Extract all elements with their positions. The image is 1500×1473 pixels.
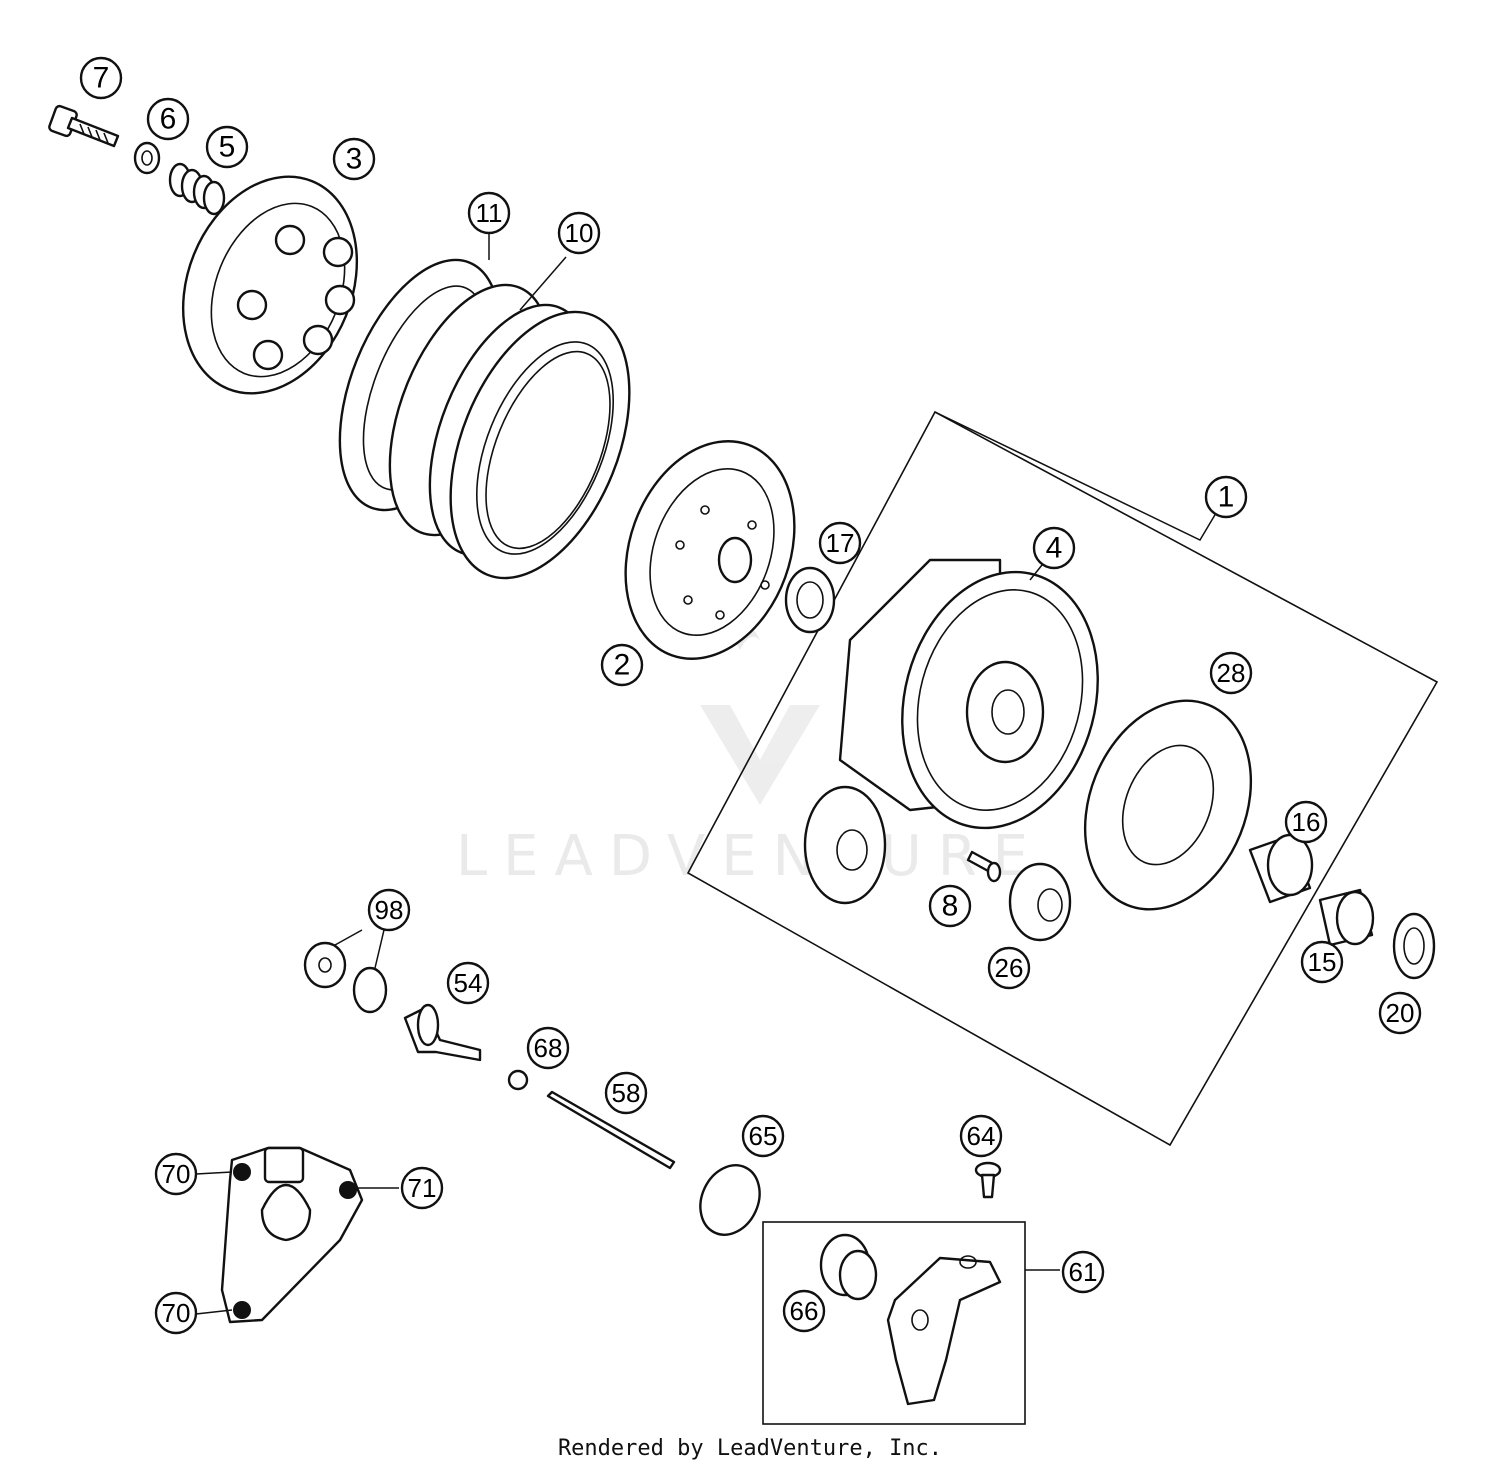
washer-part [133,141,161,175]
watermark-text: LEADVENTURE [456,824,1044,889]
callout-3: 3 [332,137,376,181]
callout-70-bottom: 70 [154,1291,198,1335]
svg-text:66: 66 [790,1296,819,1326]
push-rod-part [546,1090,676,1170]
svg-text:16: 16 [1292,807,1321,837]
svg-text:3: 3 [346,143,363,176]
callout-98: 98 [367,888,411,932]
callout-68: 68 [526,1026,570,1070]
callout-64: 64 [959,1114,1003,1158]
svg-text:4: 4 [1046,532,1063,565]
spring-part [168,162,226,216]
svg-text:11: 11 [476,198,503,228]
callout-5: 5 [205,125,249,169]
seal-washer-part [303,941,388,1014]
primary-gear-part [803,785,887,905]
callout-65: 65 [741,1114,785,1158]
callout-17: 17 [818,521,862,565]
callout-54: 54 [446,961,490,1005]
callout-16: 16 [1284,800,1328,844]
svg-text:6: 6 [160,103,177,136]
svg-text:15: 15 [1308,947,1337,977]
svg-text:5: 5 [219,131,236,164]
pressure-plate-part [181,175,359,395]
spacer-sleeve-part [1318,888,1375,947]
thrust-washer-part [784,566,836,634]
svg-text:71: 71 [408,1173,437,1203]
bushing-part [1008,862,1072,942]
svg-text:20: 20 [1386,998,1415,1028]
clutch-basket-part [838,558,1099,830]
end-washer-part [1392,912,1436,980]
release-lever-part [819,1233,1002,1406]
svg-text:7: 7 [93,62,110,95]
svg-text:28: 28 [1217,658,1246,688]
svg-text:8: 8 [942,890,959,923]
inner-hub-part [624,440,796,660]
o-ring-part [699,1164,761,1236]
svg-text:61: 61 [1069,1257,1098,1287]
callout-8: 8 [928,884,972,928]
svg-text:64: 64 [967,1121,996,1151]
svg-text:54: 54 [454,968,483,998]
svg-text:68: 68 [534,1033,563,1063]
bolt-part [48,104,120,148]
callout-7: 7 [79,56,123,100]
svg-text:17: 17 [826,528,855,558]
svg-text:26: 26 [995,953,1024,983]
callout-6: 6 [146,97,190,141]
callout-20: 20 [1378,991,1422,1035]
push-piston-part [403,1003,482,1062]
callout-28: 28 [1209,651,1253,695]
clutch-basket-group-frame [686,410,1439,1147]
callout-4: 4 [1032,526,1076,570]
svg-text:65: 65 [749,1121,778,1151]
svg-text:70: 70 [162,1159,191,1189]
cylinder-cover-part [220,1146,364,1324]
callout-61: 61 [1061,1250,1105,1294]
release-shaft-group-frame [762,1221,1026,1425]
screw-part [974,1161,1002,1199]
svg-text:58: 58 [612,1078,641,1108]
clutch-plates-part [338,258,631,580]
ball-part [507,1069,529,1091]
callout-66: 66 [782,1289,826,1333]
render-credit: Rendered by LeadVenture, Inc. [557,1436,943,1461]
callout-15: 15 [1300,940,1344,984]
callout-11: 11 [467,191,511,235]
needle-bearing-part [1248,833,1314,904]
callout-70-top: 70 [154,1152,198,1196]
callout-58: 58 [604,1071,648,1115]
callout-2: 2 [600,643,644,687]
pin-part [966,850,1002,883]
callout-26: 26 [987,946,1031,990]
callout-10: 10 [557,211,601,255]
svg-text:70: 70 [162,1298,191,1328]
basket-disc-part [1083,699,1253,911]
callout-1: 1 [1204,475,1248,519]
watermark: LEADVENTURE [456,620,1044,889]
svg-text:2: 2 [614,649,631,682]
callout-71: 71 [400,1166,444,1210]
svg-text:98: 98 [375,895,404,925]
svg-text:1: 1 [1218,481,1235,514]
svg-text:10: 10 [565,218,594,248]
